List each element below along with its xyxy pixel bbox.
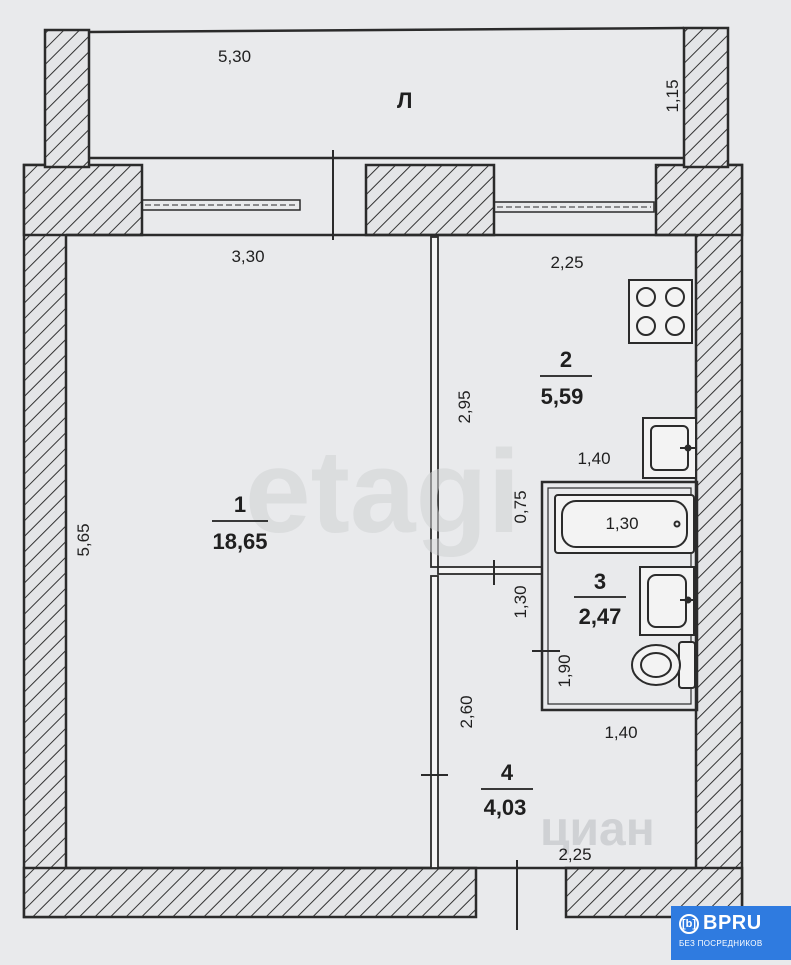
badge-subtitle: БЕЗ ПОСРЕДНИКОВ xyxy=(679,939,763,948)
room-1-width-label: 3,30 xyxy=(231,247,264,266)
bath-gap-label: 0,75 xyxy=(511,490,530,523)
balcony-label: Л xyxy=(397,88,412,113)
watermark-etagi: etagi xyxy=(245,426,520,558)
balcony-width-label: 5,30 xyxy=(218,47,251,66)
balcony-depth-label: 1,15 xyxy=(663,79,682,112)
hall-height-label: 2,60 xyxy=(457,695,476,728)
room-2-number: 2 xyxy=(560,347,572,372)
bathroom-width-label: 1,40 xyxy=(604,723,637,742)
bath-side-label: 1,30 xyxy=(511,585,530,618)
room-1-number: 1 xyxy=(234,492,246,517)
bathtub-icon xyxy=(554,494,695,554)
partitions xyxy=(430,236,699,869)
room-3-number: 3 xyxy=(594,569,606,594)
bath-length-label: 1,30 xyxy=(605,514,638,533)
room-1-height-label: 5,65 xyxy=(74,523,93,556)
bpru-badge: [b] BPRU БЕЗ ПОСРЕДНИКОВ xyxy=(671,906,791,960)
balcony-outline xyxy=(88,26,685,160)
room-2-width-label: 2,25 xyxy=(550,253,583,272)
tick-marks xyxy=(421,560,560,930)
left-wall xyxy=(22,163,68,919)
room-outlines xyxy=(66,233,696,870)
partition-kitchen-hall xyxy=(437,566,543,575)
kitchen-sink-icon xyxy=(642,417,697,479)
room-2-area: 5,59 xyxy=(541,384,584,409)
sink-gap-label: 1,40 xyxy=(577,449,610,468)
watermark-cian: циан xyxy=(540,803,655,856)
partition-room1-hall xyxy=(430,575,439,869)
people-icon: [b] xyxy=(679,913,699,934)
room-4-area: 4,03 xyxy=(484,795,527,820)
room-3-area: 2,47 xyxy=(579,604,622,629)
balcony-wall-right xyxy=(682,26,730,169)
toilet-icon xyxy=(631,641,696,689)
top-wall-right xyxy=(654,163,744,237)
partition-room1-kitchen xyxy=(430,236,439,568)
wc-height-label: 1,90 xyxy=(555,654,574,687)
right-wall xyxy=(694,163,744,919)
room-4-number: 4 xyxy=(501,760,514,785)
windows xyxy=(141,150,655,240)
bottom-wall-left xyxy=(22,866,478,919)
bathroom-walls xyxy=(540,480,699,712)
badge-name: BPRU xyxy=(703,912,762,934)
hall-width-label: 2,25 xyxy=(558,845,591,864)
room-1-area: 18,65 xyxy=(212,529,267,554)
balcony-wall-left xyxy=(43,28,91,169)
window-kitchen xyxy=(493,201,655,213)
room-2-height-label: 2,95 xyxy=(455,390,474,423)
window-room-1 xyxy=(141,199,301,211)
bathroom-sink-icon xyxy=(639,566,695,636)
top-wall-middle xyxy=(364,163,496,237)
top-wall-left xyxy=(22,163,144,237)
stove-icon xyxy=(628,279,693,344)
